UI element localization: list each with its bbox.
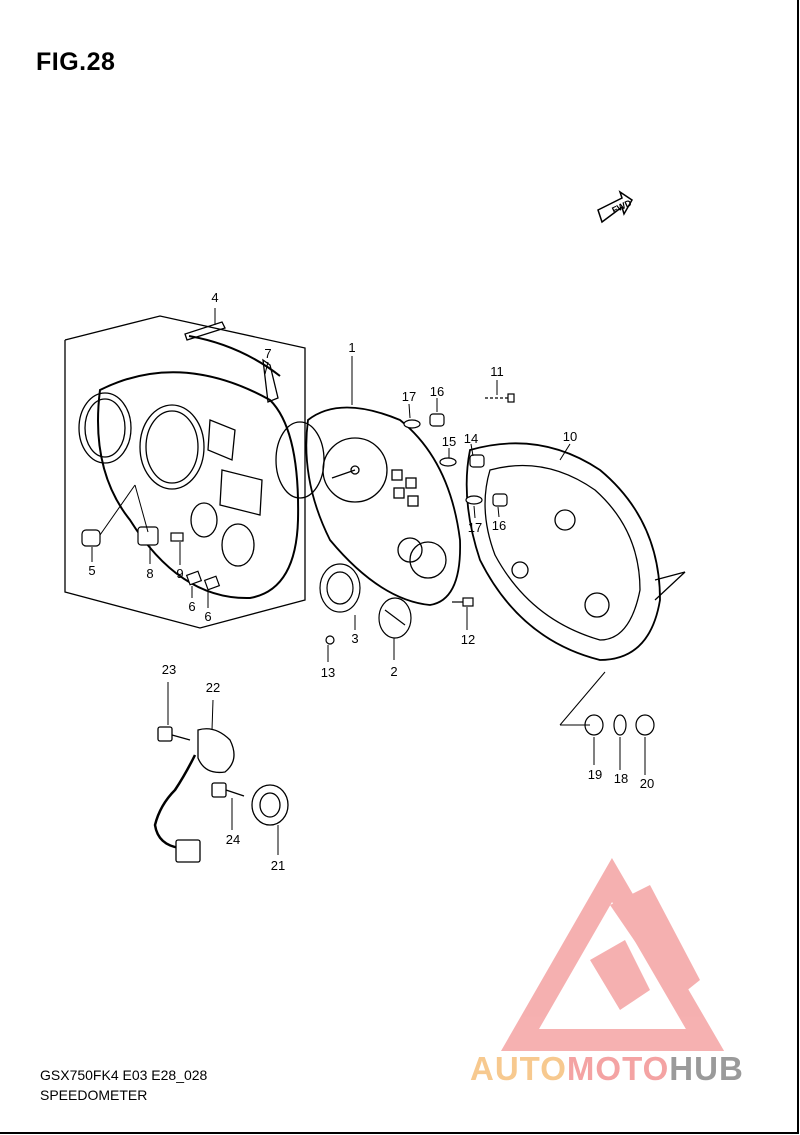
section-name: SPEEDOMETER: [40, 1087, 148, 1103]
part-label-2: 2: [390, 664, 397, 679]
part-label-18: 18: [614, 771, 628, 786]
part-label-13: 13: [321, 665, 335, 680]
part-label-9: 9: [176, 566, 183, 581]
watermark-text: AUTOMOTOHUB: [470, 1050, 744, 1088]
part-label-5: 5: [88, 563, 95, 578]
leader-lines: [91, 308, 646, 855]
watermark-part-moto: MOTO: [566, 1050, 670, 1087]
part-label-6-left: 6: [188, 599, 195, 614]
part-label-17-top: 17: [402, 389, 416, 404]
part-label-4: 4: [211, 290, 218, 305]
part-label-1: 1: [348, 340, 355, 355]
part-label-12: 12: [461, 632, 475, 647]
part-label-14: 14: [464, 431, 478, 446]
part-label-6-right: 6: [204, 609, 211, 624]
part-label-8: 8: [146, 566, 153, 581]
part-label-17-bottom: 17: [468, 520, 482, 535]
watermark-part-hub: HUB: [669, 1050, 744, 1087]
part-label-3: 3: [351, 631, 358, 646]
figure-title: FIG.28: [36, 48, 116, 76]
part-label-22: 22: [206, 680, 220, 695]
part-number-labels: 4 7 1 11 17 16 15 14 10 17 16 12 3 13 2 …: [88, 290, 654, 873]
speed-sensor-assembly: [153, 726, 289, 863]
part-label-11: 11: [490, 364, 504, 379]
hardware-items: [81, 393, 655, 736]
part-label-20: 20: [640, 776, 654, 791]
fwd-arrow-icon: FWD: [597, 190, 634, 224]
watermark-logo-icon: [500, 858, 725, 1051]
part-label-19: 19: [588, 767, 602, 782]
meter-body: [275, 406, 461, 606]
part-label-24: 24: [226, 832, 240, 847]
part-label-16-top: 16: [430, 384, 444, 399]
part-label-16-bottom: 16: [492, 518, 506, 533]
part-label-15: 15: [442, 434, 456, 449]
meter-back-plate: [465, 442, 686, 661]
meter-case-assembly: [64, 315, 306, 629]
model-code: GSX750FK4 E03 E28_028: [40, 1067, 208, 1083]
watermark-part-auto: AUTO: [470, 1050, 567, 1087]
part-label-21: 21: [271, 858, 285, 873]
part-label-10: 10: [563, 429, 577, 444]
part-label-7: 7: [264, 346, 271, 361]
part-label-23: 23: [162, 662, 176, 677]
